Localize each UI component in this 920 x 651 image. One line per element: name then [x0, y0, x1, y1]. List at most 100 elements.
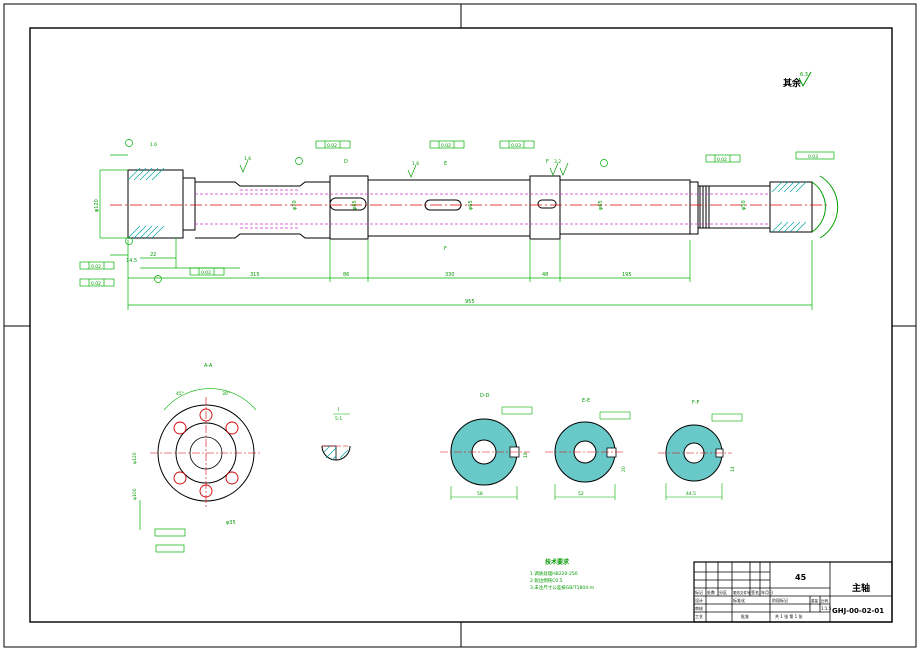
dim-len-4: 48: [542, 272, 548, 278]
dim-dia-mid: φ70: [292, 200, 298, 210]
dim-dia-sec: φ65: [352, 200, 358, 210]
sec-e-depth: 52: [578, 491, 584, 497]
runout-frame-5: 0.02: [79, 261, 115, 270]
svg-text:0.02: 0.02: [717, 157, 727, 163]
title-block-stage: 阶段标记: [772, 597, 788, 603]
section-e-view: [545, 421, 625, 483]
svg-text:0.02: 0.02: [91, 264, 101, 270]
svg-text:0.03: 0.03: [808, 154, 818, 160]
sec-e-width: 20: [621, 466, 627, 472]
section-e-title: E-E: [582, 398, 590, 404]
dim-flange-thk: 22: [150, 252, 156, 258]
runout-frame-3: 0.03: [499, 140, 535, 149]
roughness-rest-value: 6.3: [800, 72, 808, 78]
section-d-view: [440, 418, 530, 486]
runout-frame-4: 0.02: [705, 154, 741, 163]
section-a-title: A-A: [204, 363, 213, 369]
title-block-change-label: 更改文件号: [733, 590, 751, 595]
svg-text:0.02: 0.02: [201, 270, 211, 276]
section-dim-lines: [450, 406, 743, 500]
title-block-check: 审核: [695, 605, 703, 611]
sec-a-dia-flange: φ120: [132, 452, 138, 464]
sec-a-angle-2: 30°: [222, 391, 230, 397]
roughness-val-3: 3.2: [554, 159, 561, 165]
main-view-dimension-lines: [99, 154, 813, 310]
title-block-zone-label: 分区: [719, 589, 727, 595]
section-a-view: [150, 388, 262, 509]
section-d-title: D-D: [480, 393, 490, 399]
dim-len-1: 315: [250, 272, 260, 278]
dim-len-3: 330: [445, 272, 455, 278]
runout-frame-8: 0.03: [795, 151, 835, 160]
sec-d-depth: 58: [477, 491, 483, 497]
section-f-title: F-F: [692, 400, 700, 406]
title-block-name: 主轴: [852, 582, 870, 594]
roughness-val-2: 1.6: [412, 161, 419, 167]
roughness-val-4: 1.6: [150, 142, 157, 148]
section-marker-d: D: [344, 159, 348, 165]
svg-text:0.02: 0.02: [327, 143, 337, 149]
dim-dia-third: φ65: [468, 200, 474, 210]
svg-text:0.02: 0.02: [91, 281, 101, 287]
title-block-process: 工艺: [695, 614, 703, 619]
title-block-sign-label: 签名: [751, 589, 759, 595]
shaft-main-view: [127, 169, 813, 240]
detail-i-title: I: [338, 407, 339, 413]
roughness-symbol-rest: [798, 71, 812, 88]
title-block-material: 45: [795, 573, 807, 582]
section-marker-f2: F: [444, 246, 447, 252]
runout-frame-7: 0.02: [189, 267, 225, 276]
sec-a-dia-bore: φ35: [226, 520, 236, 526]
runout-frame-1: 0.02: [315, 140, 351, 149]
svg-text:0.03: 0.03: [511, 143, 521, 149]
title-block-scale-label: 比例: [821, 598, 829, 603]
title-block-weight: 重量: [811, 598, 819, 603]
title-block: [693, 561, 893, 623]
tech-req-line-3: 3.未注尺寸公差按GB/T1804-m: [530, 584, 594, 591]
sec-d-width: 18: [523, 452, 529, 458]
title-block-count-label: 处数: [707, 589, 715, 595]
title-block-date-label: 年月日: [761, 589, 773, 595]
section-f-view: [658, 424, 732, 482]
dim-overall-length: 955: [465, 299, 475, 305]
svg-text:0.02: 0.02: [441, 143, 451, 149]
dim-dia-fourth: φ65: [598, 200, 604, 210]
title-block-scale: 1:1.5: [821, 606, 832, 611]
roughness-val-1: 1.6: [244, 156, 251, 162]
detail-i-view: [321, 445, 351, 461]
detail-i-scale: 5:1: [335, 416, 342, 422]
sec-a-angle-1: 45°: [176, 391, 184, 397]
section-marker-e: E: [444, 161, 447, 167]
tech-req-line-1: 1.调质处理HB220-250: [530, 570, 578, 577]
shaft-bore-hidden-lines: [195, 189, 770, 229]
keyways: [329, 197, 557, 211]
runout-frame-2: 0.02: [429, 140, 465, 149]
roughness-rest-note: 其余: [783, 77, 802, 89]
tech-req-line-2: 2.锐边倒钝C0.5: [530, 577, 563, 584]
circled-reference-marks: [125, 139, 608, 283]
title-block-number: GHJ-00-02-01: [832, 607, 884, 615]
dim-len-2: 86: [343, 272, 349, 278]
right-end-view-arc: [811, 175, 839, 239]
inner-frame: [29, 27, 893, 623]
title-block-sheet-info: 共 1 张 第 1 张: [775, 613, 802, 619]
dim-dia-end: φ50: [741, 200, 747, 210]
flange-section-hatch: [127, 167, 165, 239]
sec-f-width: 14: [730, 466, 736, 472]
dim-small-len: 14.5: [126, 258, 137, 264]
runout-frame-6: 0.02: [79, 278, 115, 287]
outer-border: [3, 3, 917, 648]
dim-len-5: 195: [622, 272, 632, 278]
dim-dia-main: φ120: [94, 199, 100, 212]
title-block-standard: 标准化: [733, 597, 745, 603]
roughness-marks-main: [239, 159, 569, 178]
sec-f-depth: 44.5: [686, 491, 696, 497]
end-cap-hatch: [771, 181, 807, 233]
title-block-mark-label: 标记: [695, 589, 703, 595]
title-block-design: 设计: [695, 597, 703, 603]
sec-a-tolerance-frame: [139, 500, 186, 553]
section-marker-f: F: [546, 159, 549, 165]
sec-a-dia-pcd: φ100: [132, 488, 138, 500]
title-block-approve: 批准: [741, 613, 749, 619]
